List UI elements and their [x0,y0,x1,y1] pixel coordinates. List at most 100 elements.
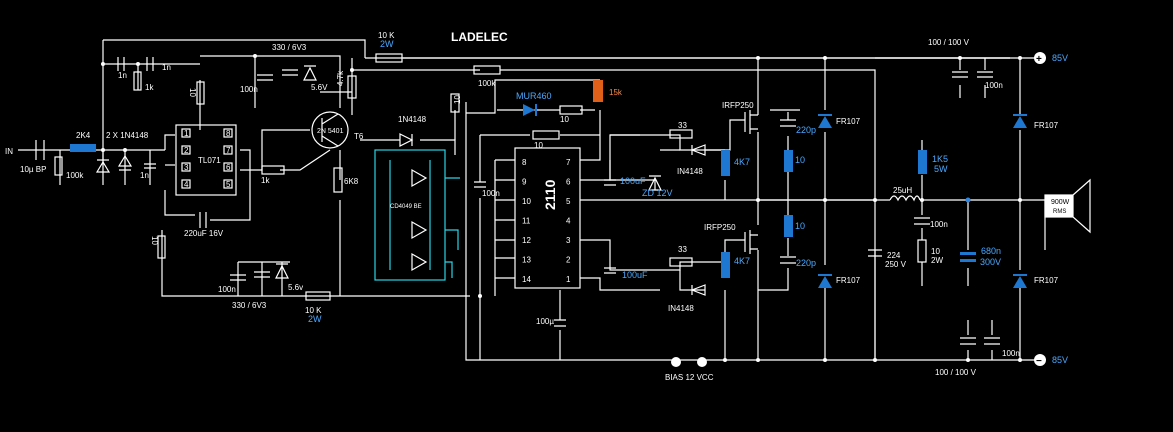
diode-mur460 [523,104,535,116]
pin-number: 3 [566,236,571,245]
fr107-b-label: FR107 [836,276,861,285]
pin-number: 2 [566,256,571,265]
resistor-10-out [917,239,927,263]
zener-top-label: 5.6V [311,83,328,92]
cap-1n-a [117,57,125,71]
bot-zener-label: 5.6v [288,283,303,292]
resistor-4k7-b [721,252,730,278]
cap-680n [960,252,976,255]
tl071-chip [175,124,237,196]
cap-neg-rail-a [960,337,976,345]
resistor-10-d [532,130,560,140]
cap-pos-rail-a [952,71,968,78]
cap-100n-ic [474,181,486,188]
l-25uh-label: 25uH [893,186,912,195]
pin-box [181,179,191,189]
pos-cap-label: 100 / 100 V [928,38,970,47]
neg-cap-label: 100 / 100 V [935,368,977,377]
cap-100u-ic [604,179,616,186]
cap-220p-a [780,119,796,127]
bias-pos-terminal-icon [671,357,681,367]
pin-number: 12 [522,236,531,245]
r-6k8-label: 6K8 [344,177,359,186]
r33-bot-label: 33 [678,245,687,254]
r-10k-bot-label: 10 K [305,306,322,315]
resistor-10-c [559,105,583,115]
zener-12v [648,175,662,191]
resistor-10-b [450,93,460,113]
cap-224 [868,249,882,257]
diode-fr107-c [1013,116,1027,128]
speaker-label: 900W [1051,199,1070,206]
diode-in-a [95,159,111,173]
mur460-label: MUR460 [516,91,552,101]
pin-number: 4 [184,180,189,189]
c-100n-out-label: 100n [930,220,948,229]
resistor-4k7-a [721,150,730,176]
resistor-33-top [669,129,693,139]
pin-box [181,162,191,172]
r-1k-b-label: 1k [261,176,270,185]
transistor-label: 2N 5401 [317,128,344,135]
pin-number: 8 [226,129,231,138]
pin-box [223,145,233,155]
pin-box [223,162,233,172]
r-10-v-label: 10 [453,95,462,104]
cap-100u-bot [554,319,566,327]
junction-dots [101,54,1022,362]
cap-1n-b [146,57,154,71]
r-in-label: 100k [66,171,84,180]
resistor-4k7-top [347,75,357,99]
cap-220u [199,212,207,228]
diode-1n4148-top [399,133,414,147]
pin-number: 9 [522,178,527,187]
schematic-title: LADELEC [451,30,508,44]
pin-number: 4 [566,217,571,226]
cap-100n-top [257,74,273,81]
c-1n-b-label: 1n [162,63,171,72]
c-224-label: 224 [887,251,901,260]
resistor-10k-bot [305,291,331,301]
pin-number: 13 [522,256,531,265]
input-cap [35,140,45,160]
pin-number: 7 [226,146,231,155]
diode-top-label: 1N4148 [398,115,427,124]
pos-terminal-icon [1034,52,1046,64]
c-224-v-label: 250 V [885,260,907,269]
r-10-out-label: 10 [931,247,940,256]
fr107-d-label: FR107 [1034,276,1059,285]
c-100n-a-label: 100n [240,85,258,94]
diode-in4148-top [690,144,706,156]
cd4049-label: CD4049 BE [390,204,422,210]
d-in4148-bot-label: IN4148 [668,304,694,313]
pin-number: 5 [566,197,571,206]
pin-box [223,179,233,189]
zener-top [303,65,317,81]
cap-neg-rail-b [984,337,1000,345]
cap-100n-bot [230,274,246,281]
r-10-gate-b-label: 10 [795,221,805,231]
inductor-25uh [889,195,921,202]
r-1k-a-label: 1k [145,83,154,92]
ir2110-label: 2110 [542,179,558,210]
mosfet-bot [744,230,758,254]
pin-number: 1 [566,275,571,284]
resistor-10-gate-a [784,150,793,172]
r-4k7-top-label: 4.7k [336,70,345,86]
neg-terminal-icon [1034,354,1046,366]
pin-box [223,128,233,138]
r-10-top-label: 10 [560,115,569,124]
zener-bot [275,263,289,279]
pos-rail-label: 85V [1052,53,1068,63]
cap-330-bot [254,271,270,278]
bias-neg-terminal-icon [697,357,707,367]
resistor-1k-c [261,165,285,175]
pin-number: 7 [566,158,571,167]
r-10-mid-label: 10 [534,141,543,150]
t6-label: T6 [354,132,364,141]
r-4k7-b-label: 4K7 [734,256,750,266]
resistor-10k-top [375,53,403,63]
diode-fr107-d [1013,276,1027,288]
